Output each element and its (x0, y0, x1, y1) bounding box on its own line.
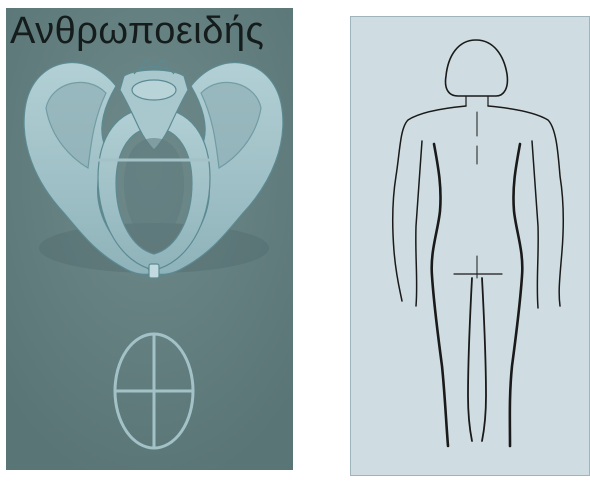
pelvic-inlet-shape-icon (6, 8, 293, 470)
body-silhouette-icon (350, 16, 590, 476)
panel-title: Ανθρωποειδής (10, 10, 264, 53)
body-silhouette-panel (350, 16, 590, 476)
anthropoid-pelvis-panel: Ανθρωποειδής (6, 8, 293, 470)
